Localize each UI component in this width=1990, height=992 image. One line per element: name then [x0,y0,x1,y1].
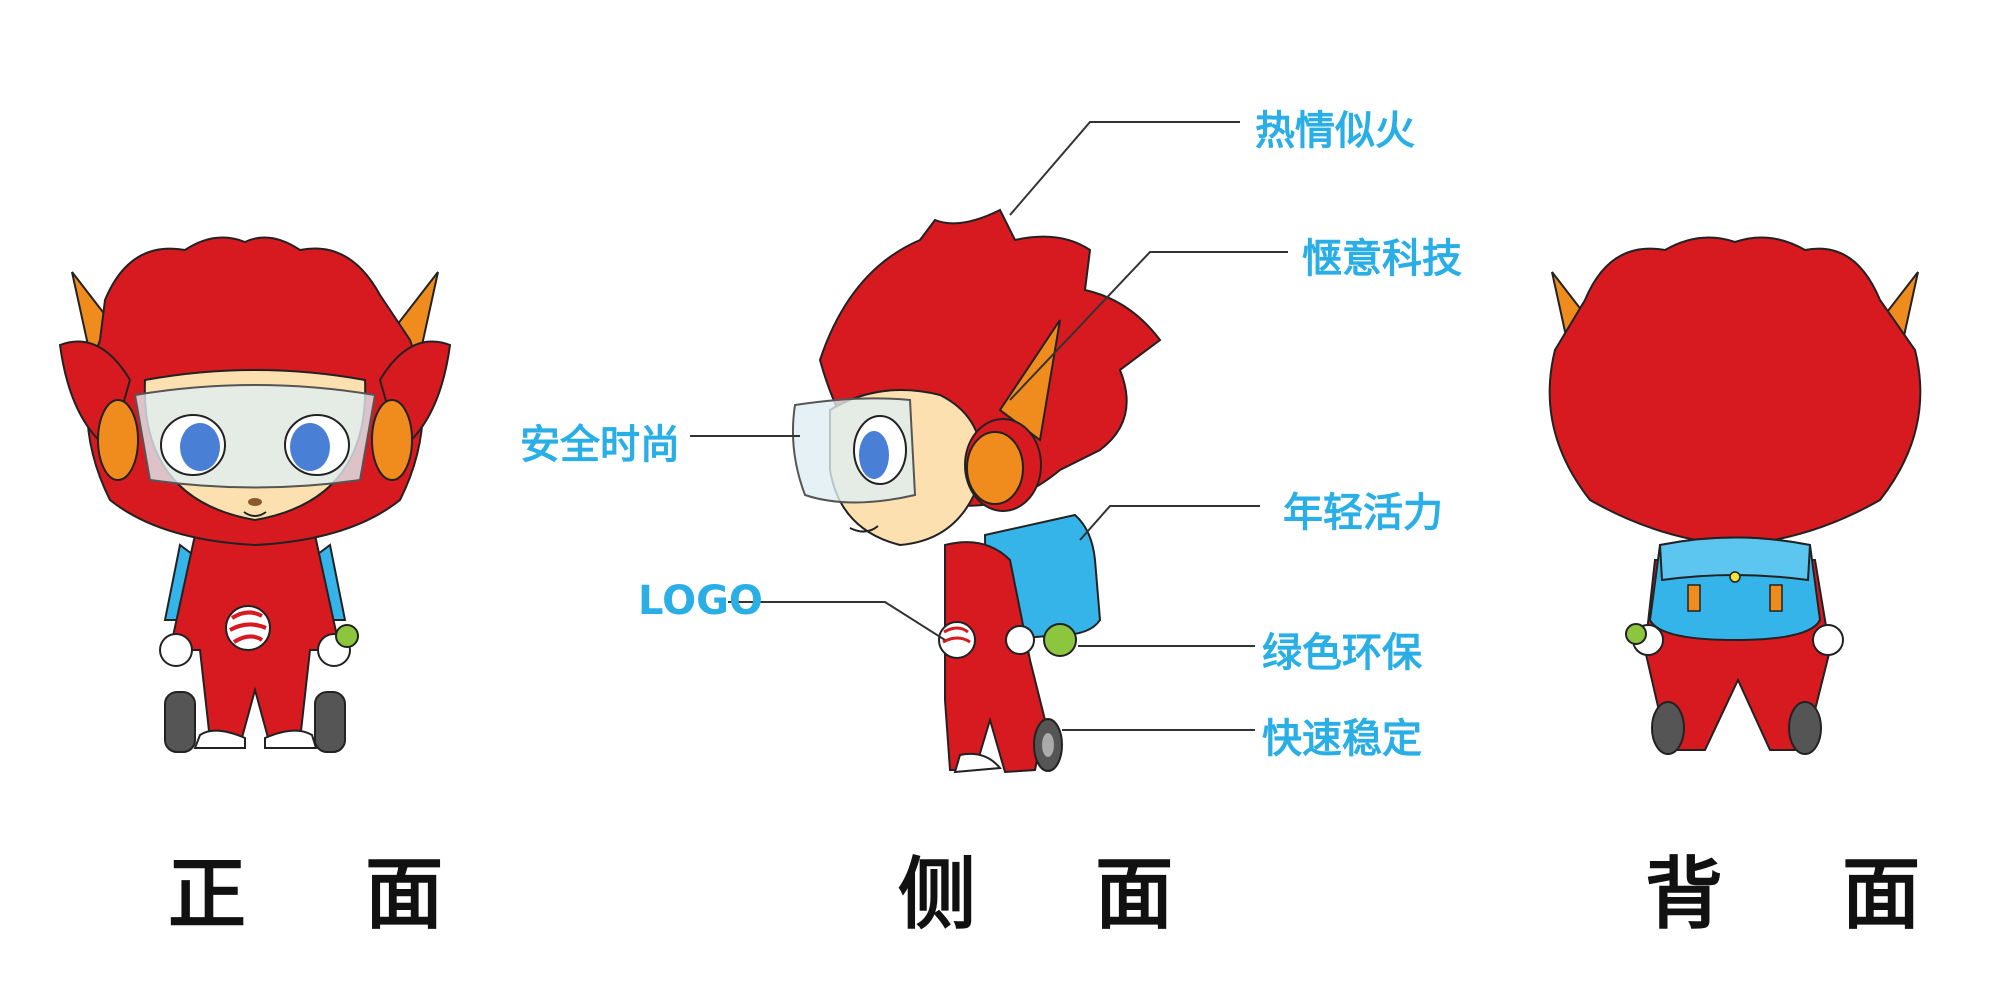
mascot-back-view [1548,236,1922,755]
callout-logo: LOGO [638,578,763,624]
mascot-side-view [791,208,1162,774]
callout-green: 绿色环保 [1262,630,1422,676]
leader-tech [1009,251,1288,401]
callout-safety: 安全时尚 [520,422,680,468]
callout-tech: 惬意科技 [1302,236,1462,282]
view-label-side: 侧 面 [898,850,1220,940]
leader-youth [1079,505,1260,541]
leader-logo [728,601,946,641]
callout-passion: 热情似火 [1255,108,1415,154]
callout-youth: 年轻活力 [1283,490,1443,536]
view-label-back: 背 面 [1645,850,1967,940]
view-label-front: 正 面 [168,850,490,940]
callout-leader-lines [690,121,1288,731]
leader-passion [1009,121,1240,216]
callout-speed: 快速稳定 [1262,716,1422,762]
mascot-front-view [58,236,452,753]
